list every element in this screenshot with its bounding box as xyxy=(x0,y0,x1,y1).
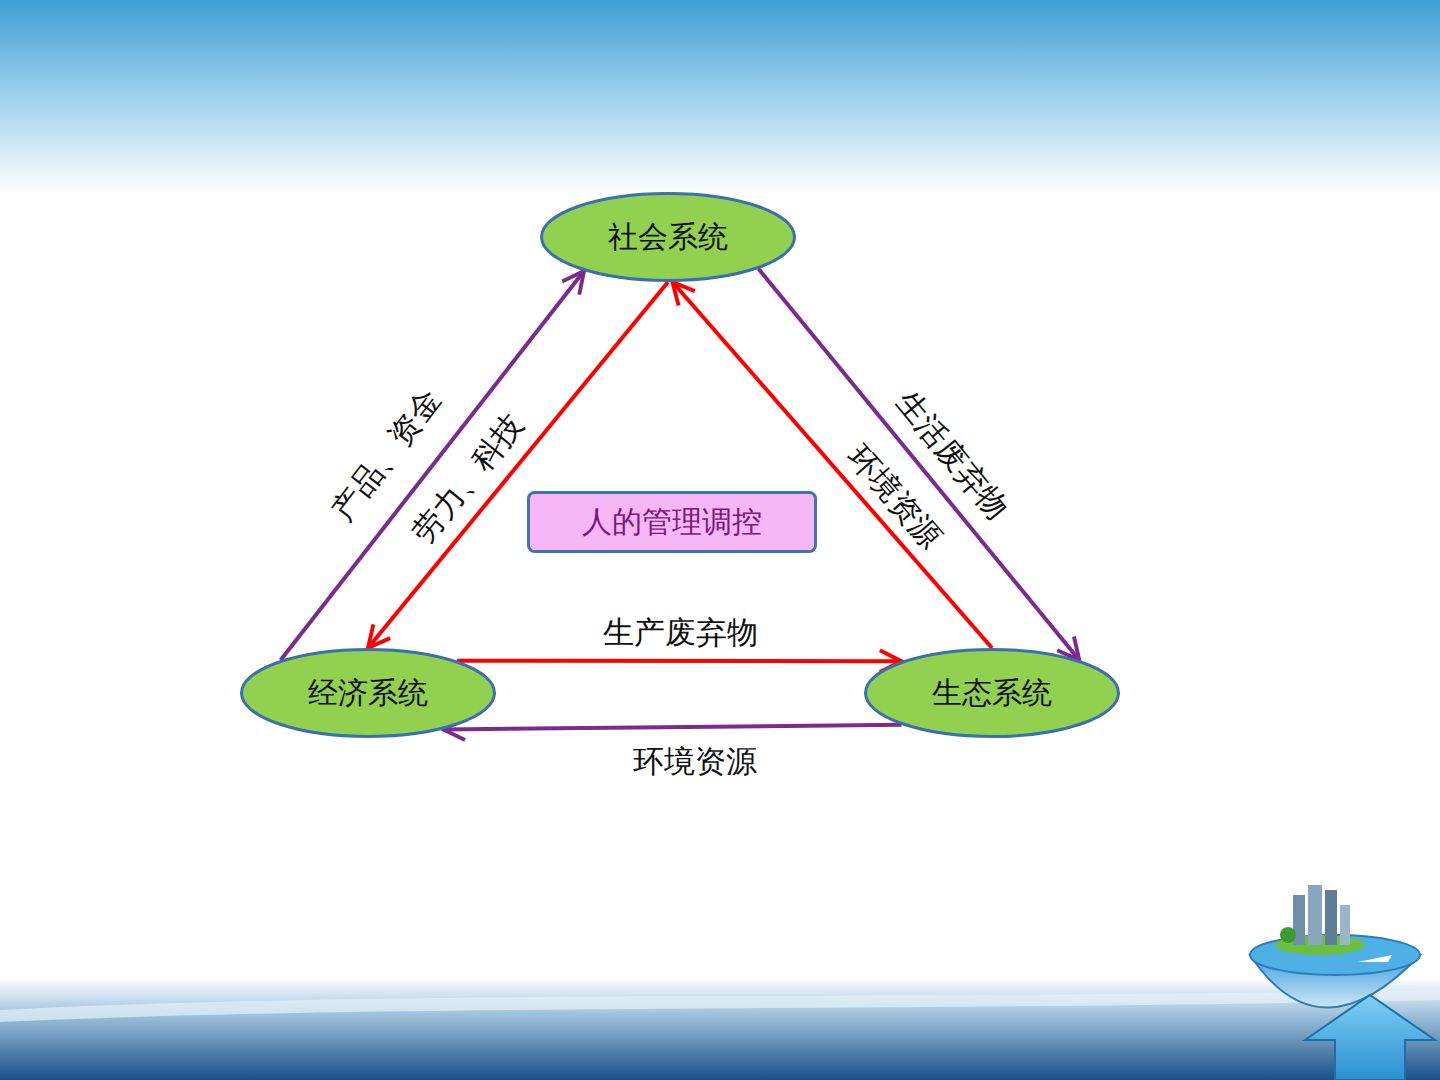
ellipse-shape xyxy=(242,650,495,737)
system-ellipse: 生态系统 xyxy=(864,648,1120,738)
ellipse-shape xyxy=(866,650,1119,737)
ellipse-shape xyxy=(542,194,795,281)
node-label: 社会系统 xyxy=(608,219,728,255)
system-ellipse: 社会系统 xyxy=(540,192,796,282)
bottom-band xyxy=(0,978,1440,1080)
flow-arrow xyxy=(759,269,1080,660)
edge-label: 环境资源 xyxy=(633,743,757,780)
flow-arrow xyxy=(368,282,668,648)
control-box: 人的管理调控 xyxy=(527,491,817,553)
rect-shape xyxy=(529,493,816,552)
flow-arrow xyxy=(281,271,584,660)
node-label: 生态系统 xyxy=(932,675,1052,711)
bottom-swoosh xyxy=(0,990,1440,1022)
top-band xyxy=(0,0,1440,195)
edge-label: 生产废弃物 xyxy=(603,614,758,651)
flow-arrow xyxy=(443,725,901,730)
system-ellipse: 经济系统 xyxy=(240,648,496,738)
up-arrow-button xyxy=(1305,995,1435,1080)
flow-arrow xyxy=(457,659,902,664)
node-label: 经济系统 xyxy=(308,675,428,711)
globe-bowl-icon xyxy=(1250,885,1420,1008)
node-label: 人的管理调控 xyxy=(582,504,762,540)
